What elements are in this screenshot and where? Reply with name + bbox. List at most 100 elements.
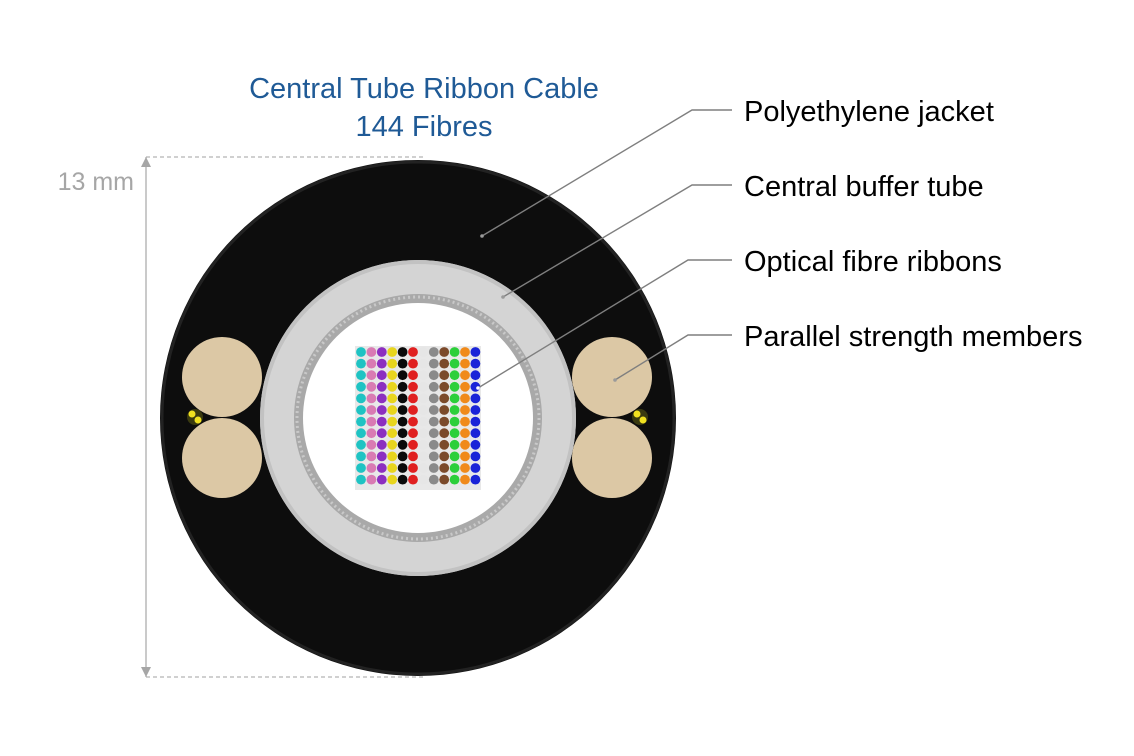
optical-fibre: [460, 347, 470, 357]
optical-fibre: [366, 416, 377, 427]
optical-fibre: [470, 405, 481, 415]
optical-fibre: [418, 463, 429, 473]
optical-fibre: [460, 451, 470, 462]
optical-fibre: [439, 439, 450, 450]
optical-fibre: [428, 463, 439, 473]
leader-buffer-dot: [501, 295, 505, 299]
cable: [160, 160, 676, 676]
optical-fibre: [356, 439, 366, 450]
strength-members-right: [572, 337, 652, 498]
optical-fibre: [376, 370, 387, 381]
optical-fibre: [428, 393, 439, 404]
diameter-dimension: 13 mm: [58, 156, 425, 678]
optical-fibre: [470, 451, 481, 462]
optical-fibre: [356, 428, 366, 439]
strength-member: [182, 418, 262, 498]
optical-fibre: [366, 439, 377, 450]
label-polyethylene-jacket: Polyethylene jacket: [744, 96, 994, 128]
optical-fibre: [439, 358, 450, 369]
optical-fibre: [376, 451, 387, 462]
optical-fibre: [387, 393, 398, 404]
leader-lines: [476, 109, 732, 390]
optical-fibre: [408, 416, 418, 427]
optical-fibre: [428, 347, 439, 357]
fibre-ribbon: [356, 405, 481, 415]
fibre-ribbon: [356, 428, 481, 439]
optical-fibre: [428, 405, 439, 415]
optical-fibre: [376, 474, 387, 485]
optical-fibre: [418, 416, 429, 427]
optical-fibre: [397, 463, 408, 473]
ripcord-icon: [187, 409, 203, 425]
optical-fibre: [387, 405, 398, 415]
optical-fibre: [418, 347, 429, 357]
optical-fibre: [418, 358, 429, 369]
optical-fibre: [439, 370, 450, 381]
optical-fibre: [408, 370, 418, 381]
optical-fibre: [408, 474, 418, 485]
optical-fibre: [408, 393, 418, 404]
optical-fibre: [397, 428, 408, 439]
optical-fibre: [428, 428, 439, 439]
optical-fibre: [449, 428, 460, 439]
optical-fibre: [428, 451, 439, 462]
optical-fibre: [418, 428, 429, 439]
optical-fibre: [449, 463, 460, 473]
optical-fibre: [418, 370, 429, 381]
optical-fibre: [428, 370, 439, 381]
optical-fibre: [356, 347, 366, 357]
optical-fibre: [449, 416, 460, 427]
optical-fibre: [418, 451, 429, 462]
fibre-ribbon: [356, 439, 481, 450]
optical-fibre: [387, 370, 398, 381]
optical-fibre: [376, 428, 387, 439]
optical-fibre: [408, 405, 418, 415]
optical-fibre: [366, 381, 377, 392]
optical-fibre: [408, 358, 418, 369]
optical-fibre: [376, 416, 387, 427]
optical-fibre: [356, 393, 366, 404]
optical-fibre: [356, 451, 366, 462]
optical-fibre: [449, 358, 460, 369]
optical-fibre: [356, 381, 366, 392]
optical-fibre: [387, 358, 398, 369]
optical-fibre: [397, 474, 408, 485]
optical-fibre: [460, 428, 470, 439]
dimension-arrow-bottom-icon: [141, 667, 151, 677]
optical-fibre: [418, 405, 429, 415]
optical-fibre: [408, 347, 418, 357]
optical-fibre: [356, 358, 366, 369]
optical-fibre: [460, 370, 470, 381]
optical-fibre: [470, 347, 481, 357]
fibre-ribbon: [356, 370, 481, 381]
optical-fibre: [387, 428, 398, 439]
optical-fibre: [460, 405, 470, 415]
optical-fibre: [366, 347, 377, 357]
optical-fibre: [470, 393, 481, 404]
optical-fibre: [356, 463, 366, 473]
optical-fibre: [387, 451, 398, 462]
optical-fibre: [366, 451, 377, 462]
optical-fibre: [449, 451, 460, 462]
label-optical-fibre-ribbons: Optical fibre ribbons: [744, 246, 1002, 278]
leader-ribbons-dot: [476, 386, 480, 390]
optical-fibre: [449, 474, 460, 485]
optical-fibre: [449, 370, 460, 381]
optical-fibre: [428, 358, 439, 369]
optical-fibre: [460, 393, 470, 404]
optical-fibre: [397, 347, 408, 357]
optical-fibre: [439, 347, 450, 357]
optical-fibre: [387, 439, 398, 450]
optical-fibre: [366, 370, 377, 381]
optical-fibre: [397, 381, 408, 392]
optical-fibre: [376, 347, 387, 357]
optical-fibre: [428, 416, 439, 427]
optical-fibre: [449, 405, 460, 415]
optical-fibre: [470, 370, 481, 381]
optical-fibre: [460, 463, 470, 473]
optical-fibre: [470, 416, 481, 427]
optical-fibre: [376, 393, 387, 404]
fibre-ribbon: [356, 358, 481, 369]
optical-fibre: [439, 451, 450, 462]
